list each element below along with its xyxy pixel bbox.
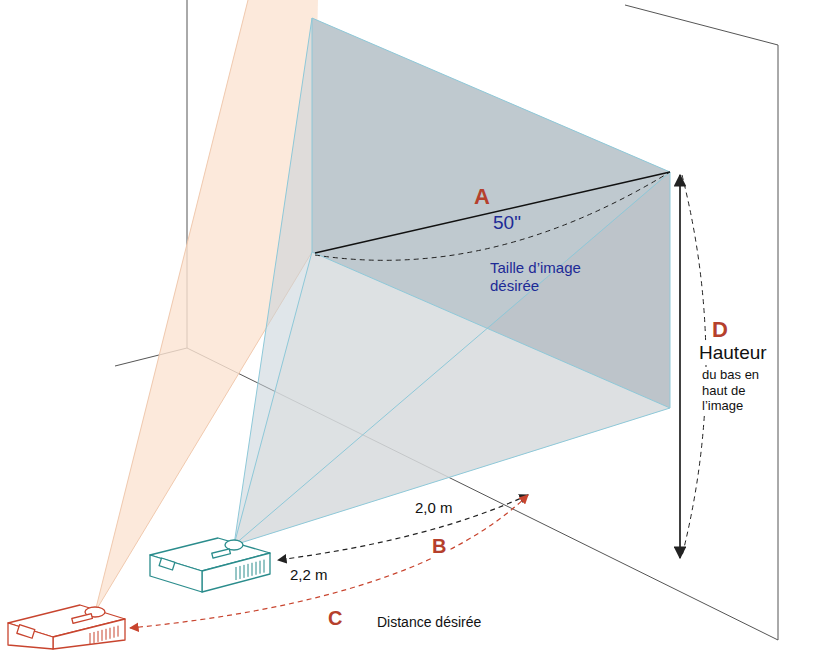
height-dashed-curve [682,175,706,556]
vent-line [90,633,91,644]
beam-top [234,18,670,545]
dimension-letter: C [326,606,344,630]
projector-near [150,538,270,592]
height-arrow [679,175,681,558]
vent-line [94,632,95,643]
vent-lines [90,626,118,644]
vent-line [236,567,237,580]
vent-line [106,629,107,640]
vent-line [260,561,261,574]
size-value: 50" [493,212,521,235]
beam-bottom [234,252,670,545]
vent-line [118,626,119,637]
vent-line [114,627,115,638]
vent-line [110,628,111,639]
size-caption: Taille d’image désirée [490,259,608,295]
projector-far [8,605,125,649]
vent-line [244,565,245,578]
vent-line [264,560,265,573]
dimension-letter: A [474,184,490,210]
beam-edges [234,18,670,545]
vent-line [252,563,253,576]
dimension-letter: D [710,317,730,343]
vent-lines [236,560,264,580]
diagonal-line [315,172,670,253]
diagonal-dashed-curve [315,172,670,260]
beam-right [234,172,670,545]
vent-line [240,566,241,579]
vent-line [98,631,99,642]
distance-value: 2,0 m [413,499,455,517]
distance-arrow-b [278,495,528,560]
height-title: Hauteur [697,342,769,365]
dimension-letter: B [430,534,448,558]
distance-caption: Distance désirée [375,614,483,631]
height-caption: du bas en haut de l’image [700,367,776,414]
vent-line [256,562,257,575]
vent-line [102,630,103,641]
distance-value: 2,2 m [288,566,330,584]
vent-line [248,564,249,577]
